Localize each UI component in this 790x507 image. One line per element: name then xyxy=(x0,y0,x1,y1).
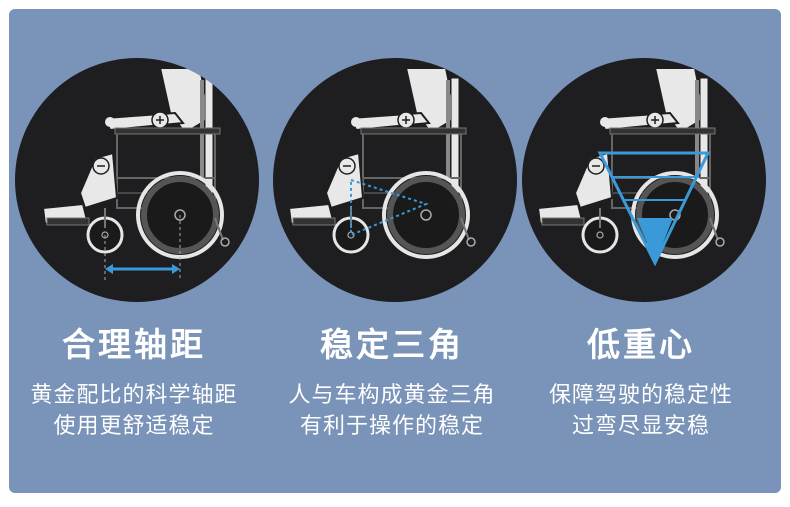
low-center-illustration xyxy=(522,58,766,302)
feature-panel: 合理轴距 黄金配比的科学轴距 使用更舒适稳定 稳定三角 人与车构成黄金三角 有利… xyxy=(9,9,781,493)
feature-title: 稳定三角 xyxy=(320,325,464,364)
feature-title: 合理轴距 xyxy=(62,325,206,364)
feature-card-triangle: 稳定三角 人与车构成黄金三角 有利于操作的稳定 xyxy=(267,9,517,493)
feature-description-line2: 使用更舒适稳定 xyxy=(53,414,215,439)
feature-description-line1: 黄金配比的科学轴距 xyxy=(30,383,238,408)
feature-description-line2: 有利于操作的稳定 xyxy=(299,414,484,439)
wheelbase-illustration xyxy=(15,58,259,302)
feature-description-line1: 保障驾驶的稳定性 xyxy=(548,383,733,408)
feature-card-wheelbase: 合理轴距 黄金配比的科学轴距 使用更舒适稳定 xyxy=(9,9,259,493)
feature-title: 低重心 xyxy=(587,325,695,364)
stability-triangle-illustration xyxy=(273,58,517,302)
feature-description-line2: 过弯尽显安稳 xyxy=(571,414,710,439)
feature-card-low-center: 低重心 保障驾驶的稳定性 过弯尽显安稳 xyxy=(516,9,766,493)
feature-description-line1: 人与车构成黄金三角 xyxy=(288,383,496,408)
